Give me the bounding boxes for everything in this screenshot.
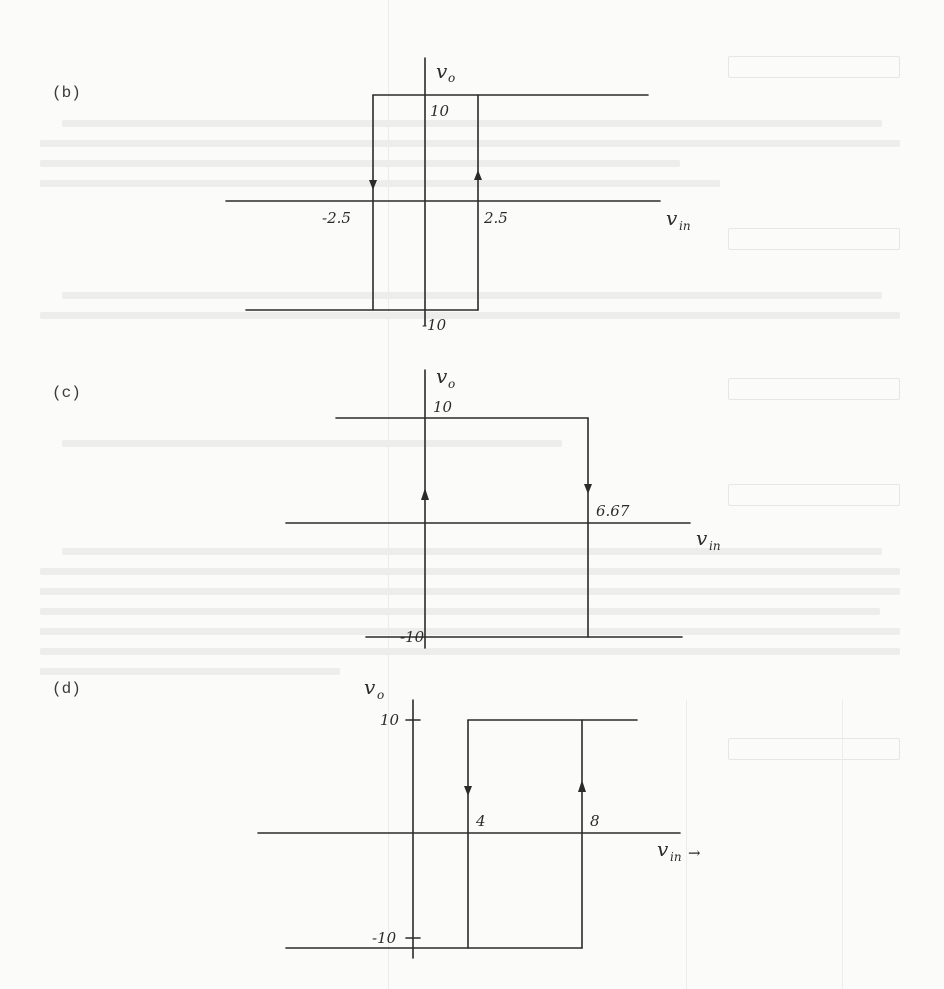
b-x-axis-subscript: in xyxy=(679,219,691,233)
d-x-upper-threshold-label: 8 xyxy=(590,812,600,830)
c-y-low-label: -10 xyxy=(400,628,425,646)
c-up-arrow-icon xyxy=(421,488,429,500)
d-x-lower-threshold-label: 4 xyxy=(475,812,486,830)
b-y-low-label: -10 xyxy=(422,316,447,334)
d-up-arrow-icon xyxy=(578,780,586,792)
d-y-axis-subscript: o xyxy=(377,688,384,702)
diagram-c: v o v in 10 -10 6.67 xyxy=(285,364,721,649)
c-x-threshold-label: 6.67 xyxy=(596,502,630,520)
c-x-axis-subscript: in xyxy=(709,539,721,553)
c-x-axis-label: v xyxy=(696,526,708,550)
diagram-d: v o 10 -10 4 8 v in → xyxy=(257,675,701,959)
part-label-c: (c) xyxy=(52,384,81,402)
b-x-axis-label: v xyxy=(666,206,678,230)
d-x-axis-subscript: in xyxy=(670,850,682,864)
d-y-axis-label: v xyxy=(364,675,376,699)
b-x-pos-threshold-label: 2.5 xyxy=(483,209,508,227)
c-y-high-label: 10 xyxy=(433,398,453,416)
part-label-d: (d) xyxy=(52,680,81,698)
b-y-axis-label: v xyxy=(436,59,448,83)
d-y-low-label: -10 xyxy=(372,929,397,947)
d-down-arrow-icon xyxy=(464,786,472,796)
b-x-neg-threshold-label: -2.5 xyxy=(322,209,351,227)
diagram-b: v o v in 10 -10 -2.5 2.5 xyxy=(225,57,691,334)
d-x-axis-label: v xyxy=(657,837,669,861)
b-down-arrow-icon xyxy=(369,180,377,190)
part-label-b: (b) xyxy=(52,84,81,102)
b-y-axis-subscript: o xyxy=(448,71,455,85)
c-y-axis-label: v xyxy=(436,364,448,388)
c-y-axis-subscript: o xyxy=(448,377,455,391)
d-y-high-label: 10 xyxy=(380,711,400,729)
b-y-high-label: 10 xyxy=(430,102,450,120)
b-up-arrow-icon xyxy=(474,170,482,180)
d-x-axis-arrow-icon: → xyxy=(688,844,701,862)
c-down-arrow-icon xyxy=(584,484,592,494)
